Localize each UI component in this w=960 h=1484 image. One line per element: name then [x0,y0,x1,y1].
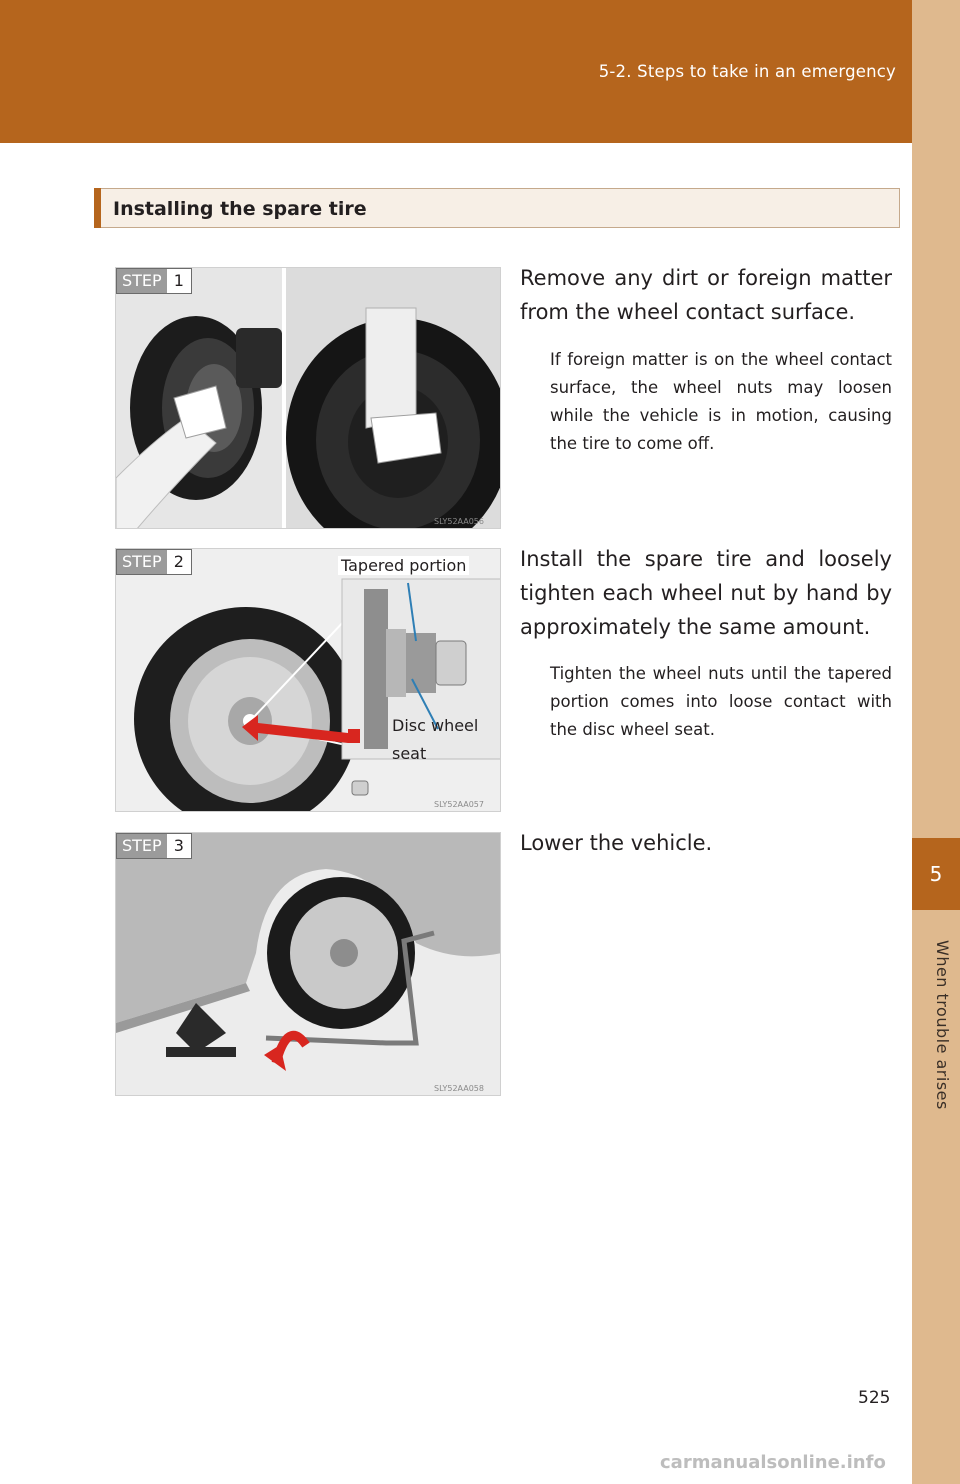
step-1-badge: STEP 1 [116,268,192,294]
step-3-instruction: Lower the vehicle. [520,831,713,855]
spare-tire-install-illustration: SLY52AA057 [116,549,500,811]
step-1-figure: STEP 1 SLY52AA056 [115,267,501,529]
chapter-label: When trouble arises [933,940,952,1110]
step-word: STEP [117,550,167,574]
callout-disc-wheel-line2: seat [392,744,427,763]
figure-code: SLY52AA057 [434,800,484,809]
step-3-figure: STEP 3 SLY52AA058 [115,832,501,1096]
step-1-note: If foreign matter is on the wheel contac… [550,350,892,453]
step-1-instruction: Remove any dirt or foreign matter from t… [520,266,892,324]
step-2-figure: STEP 2 SLY52AA057 [115,548,501,812]
chapter-number: 5 [912,838,960,910]
page-number: 525 [858,1388,891,1408]
watermark: carmanualsonline.info [660,1452,886,1473]
step-word: STEP [117,834,167,858]
step-2-instruction: Install the spare tire and loosely tight… [520,547,892,639]
header-section-title: 5-2. Steps to take in an emergency [598,62,896,81]
section-heading-bar: Installing the spare tire [94,188,900,228]
section-title: Installing the spare tire [113,198,367,220]
step-number: 3 [173,836,184,855]
wheel-hub-cleaning-illustration: SLY52AA056 [116,268,500,528]
step-word: STEP [117,269,167,293]
callout-disc-wheel-line1: Disc wheel [392,716,479,735]
step-number: 2 [173,552,184,571]
step-3-badge: STEP 3 [116,833,192,859]
header-band: 5-2. Steps to take in an emergency [0,0,912,143]
step-number: 1 [173,271,184,290]
figure-code: SLY52AA058 [434,1084,484,1093]
step-2-note: Tighten the wheel nuts until the tapered… [550,664,892,739]
lower-vehicle-illustration: SLY52AA058 [116,833,500,1095]
figure-code: SLY52AA056 [434,517,484,526]
chapter-side-tab[interactable]: 5 When trouble arises [912,0,960,1484]
section-accent [94,188,101,228]
step-2-badge: STEP 2 [116,549,192,575]
callout-tapered-portion: Tapered portion [338,556,470,575]
